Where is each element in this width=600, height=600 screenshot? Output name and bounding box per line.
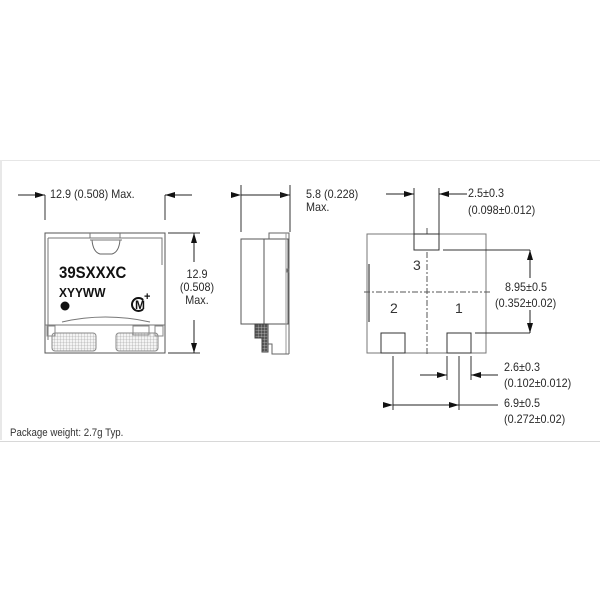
pad3-width-mm: 2.5±0.3 [468, 186, 504, 200]
top-width-dimension: 12.9 (0.508) Max. [50, 187, 135, 201]
pad-1 [446, 332, 472, 354]
height-dim-value: 12.9 [186, 267, 208, 281]
part-number-marking: 39SXXXC [59, 263, 127, 282]
pin-label-3: 3 [413, 257, 421, 273]
logo-letter: M [135, 298, 145, 312]
package-weight-note: Package weight: 2.7g Typ. [10, 427, 124, 439]
pad-spacing-horizontal-inch: (0.272±0.02) [504, 412, 566, 426]
pin-label-1: 1 [455, 300, 463, 316]
logo-plus: + [144, 291, 151, 303]
pad3-width-inch: (0.098±0.012) [468, 203, 536, 217]
height-dim-inch: (0.508) [179, 280, 215, 294]
height-dim-max: Max. [185, 293, 209, 307]
thickness-dimension: 5.8 (0.228) [306, 187, 359, 201]
top-height-dimension: 12.9 (0.508) Max. [179, 268, 215, 307]
pin1-dot [60, 301, 70, 311]
top-view [18, 192, 200, 354]
thickness-dimension-max: Max. [306, 200, 330, 214]
pad1-width-mm: 2.6±0.3 [504, 360, 540, 374]
pad-spacing-vertical-mm: 8.95±0.5 [505, 280, 547, 294]
pad1-width-inch: (0.102±0.012) [504, 376, 572, 390]
pad-spacing-vertical-inch: (0.352±0.02) [495, 296, 557, 310]
footprint-view [364, 188, 533, 410]
pad-2 [380, 332, 406, 354]
side-view [231, 185, 291, 355]
panel-edge [0, 160, 2, 440]
manufacturer-logo-icon: M + [131, 291, 150, 313]
pin-label-2: 2 [390, 300, 398, 316]
pad-3 [413, 233, 440, 251]
pad-spacing-horizontal-mm: 6.9±0.5 [504, 396, 540, 410]
date-code-marking: XYYWW [59, 285, 106, 300]
